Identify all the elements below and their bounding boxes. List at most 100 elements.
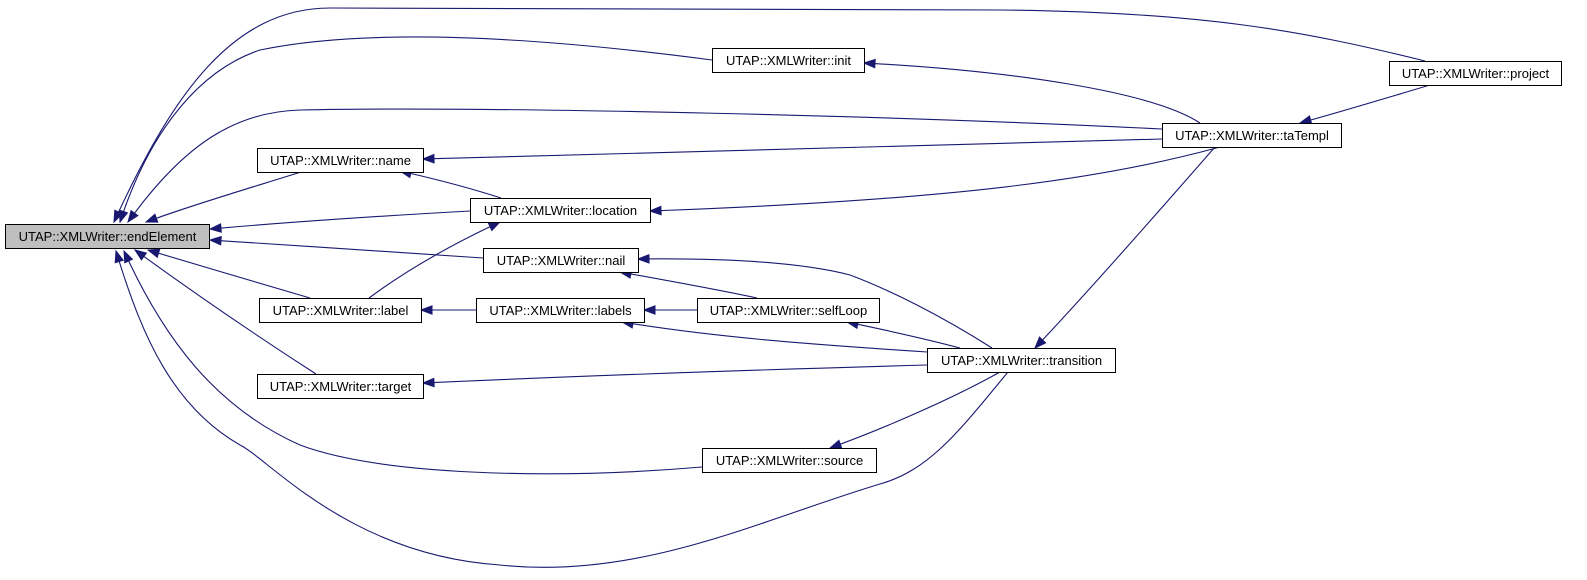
- node-label: UTAP::XMLWriter::location: [484, 203, 637, 218]
- arrowhead-icon: [113, 209, 124, 224]
- edge-transition-to-selfLoop: [845, 319, 961, 349]
- edge-line: [399, 170, 502, 199]
- edge-line: [145, 171, 302, 223]
- node-labels[interactable]: UTAP::XMLWriter::labels: [476, 298, 645, 323]
- edge-target-to-endElement: [133, 249, 317, 375]
- arrowhead-icon: [114, 249, 125, 264]
- edge-line: [119, 36, 713, 223]
- node-selfLoop[interactable]: UTAP::XMLWriter::selfLoop: [697, 298, 880, 323]
- node-label: UTAP::XMLWriter::taTempl: [1175, 128, 1329, 143]
- edge-line: [209, 210, 471, 230]
- node-label: UTAP::XMLWriter::endElement: [19, 229, 197, 244]
- node-label: UTAP::XMLWriter::selfLoop: [710, 303, 868, 318]
- node-box: [697, 298, 880, 323]
- arrowhead-icon: [144, 213, 159, 223]
- node-box: [257, 148, 424, 173]
- edge-project-to-taTempl: [1298, 84, 1431, 125]
- edge-transition-to-nail: [636, 253, 993, 349]
- node-label: UTAP::XMLWriter::project: [1402, 66, 1550, 81]
- edge-line: [649, 146, 1221, 212]
- edge-location-to-endElement: [208, 210, 471, 233]
- node-box: [476, 298, 645, 323]
- node-target[interactable]: UTAP::XMLWriter::target: [257, 374, 424, 399]
- edge-line: [621, 321, 928, 353]
- edge-line: [422, 364, 928, 384]
- node-label: UTAP::XMLWriter::target: [270, 379, 412, 394]
- arrowhead-icon: [421, 377, 435, 388]
- nodes-layer: UTAP::XMLWriter::endElementUTAP::XMLWrit…: [5, 48, 1562, 473]
- edge-transition-to-source: [828, 371, 1001, 449]
- node-taTempl[interactable]: UTAP::XMLWriter::taTempl: [1162, 123, 1342, 148]
- edge-selfLoop-to-labels: [642, 305, 697, 315]
- node-box: [257, 374, 424, 399]
- node-box: [470, 198, 651, 223]
- arrowhead-icon: [127, 209, 139, 224]
- node-label: UTAP::XMLWriter::label: [273, 303, 409, 318]
- node-transition[interactable]: UTAP::XMLWriter::transition: [927, 348, 1116, 373]
- arrowhead-icon: [1298, 115, 1313, 125]
- edge-line: [115, 250, 1009, 568]
- edge-line: [422, 138, 1163, 160]
- arrowhead-icon: [1034, 336, 1047, 350]
- node-source[interactable]: UTAP::XMLWriter::source: [702, 448, 877, 473]
- node-label: UTAP::XMLWriter::transition: [941, 353, 1102, 368]
- node-box: [259, 298, 422, 323]
- node-label: UTAP::XMLWriter::init: [726, 53, 851, 68]
- edge-taTempl-to-init: [862, 58, 1201, 124]
- arrowhead-icon: [123, 249, 134, 264]
- node-box: [702, 448, 877, 473]
- edge-line: [619, 271, 758, 299]
- node-label: UTAP::XMLWriter::labels: [489, 303, 632, 318]
- node-init[interactable]: UTAP::XMLWriter::init: [712, 48, 865, 73]
- arrowhead-icon: [419, 305, 433, 315]
- node-location[interactable]: UTAP::XMLWriter::location: [470, 198, 651, 223]
- arrowhead-icon: [828, 439, 843, 449]
- arrowhead-icon: [208, 235, 222, 246]
- arrowhead-icon: [636, 253, 650, 264]
- edge-transition-to-endElement: [114, 249, 1009, 568]
- node-box: [1389, 61, 1562, 86]
- edge-taTempl-to-name: [421, 138, 1163, 164]
- node-box: [1162, 123, 1342, 148]
- node-name[interactable]: UTAP::XMLWriter::name: [257, 148, 424, 173]
- edge-selfLoop-to-nail: [618, 269, 758, 299]
- edge-transition-to-labels: [620, 318, 928, 353]
- edge-label-to-endElement: [146, 248, 311, 299]
- edge-transition-to-target: [421, 364, 928, 388]
- arrowhead-icon: [421, 153, 435, 164]
- edge-line: [147, 249, 311, 299]
- arrowhead-icon: [487, 221, 502, 232]
- node-project[interactable]: UTAP::XMLWriter::project: [1389, 61, 1562, 86]
- node-box: [483, 248, 639, 273]
- edge-nail-to-endElement: [208, 235, 484, 259]
- edge-name-to-endElement: [144, 171, 302, 223]
- edge-line: [368, 221, 501, 299]
- node-box: [712, 48, 865, 73]
- edge-taTempl-to-location: [648, 146, 1221, 216]
- edge-line: [1299, 84, 1431, 124]
- node-label: UTAP::XMLWriter::nail: [497, 253, 626, 268]
- node-label: UTAP::XMLWriter::name: [270, 153, 411, 168]
- arrowhead-icon: [642, 305, 656, 315]
- edge-label-to-location: [368, 221, 502, 299]
- arrowhead-icon: [862, 58, 876, 69]
- node-label: UTAP::XMLWriter::source: [716, 453, 863, 468]
- edge-location-to-name: [398, 168, 502, 199]
- arrowhead-icon: [648, 205, 662, 216]
- node-endElement[interactable]: UTAP::XMLWriter::endElement: [5, 224, 210, 249]
- edge-line: [1034, 146, 1216, 349]
- node-nail[interactable]: UTAP::XMLWriter::nail: [483, 248, 639, 273]
- arrowhead-icon: [146, 248, 161, 259]
- node-label[interactable]: UTAP::XMLWriter::label: [259, 298, 422, 323]
- edge-line: [134, 249, 317, 375]
- edge-line: [637, 258, 993, 349]
- edge-line: [123, 250, 703, 475]
- edge-line: [127, 108, 1163, 223]
- edge-taTempl-to-transition: [1034, 146, 1216, 350]
- edge-taTempl-to-endElement: [127, 108, 1163, 224]
- edge-line: [209, 239, 484, 259]
- edge-line: [829, 371, 1001, 449]
- edge-line: [863, 62, 1201, 124]
- edge-labels-to-label: [419, 305, 476, 315]
